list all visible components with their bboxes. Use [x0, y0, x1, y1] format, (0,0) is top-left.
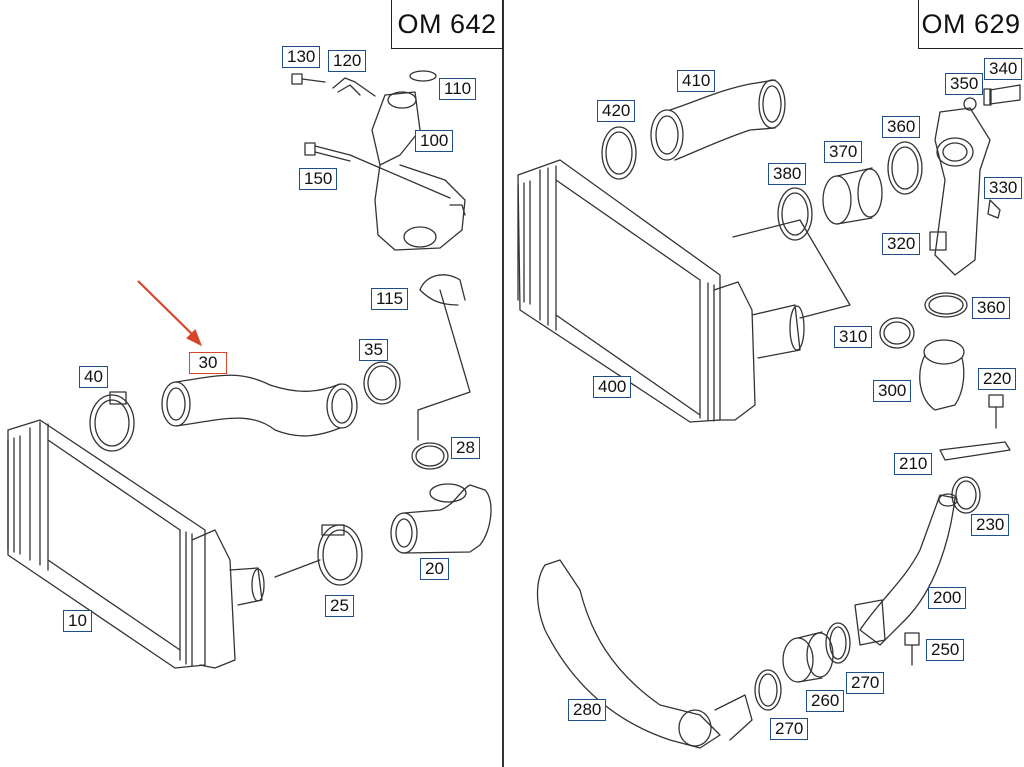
- callout-400[interactable]: 400: [593, 376, 632, 398]
- callout-340[interactable]: 340: [984, 58, 1023, 80]
- callout-360-lower[interactable]: 360: [972, 297, 1011, 319]
- part-30-hose: [161, 374, 358, 437]
- part-10-intercooler: [7, 419, 265, 669]
- callout-10[interactable]: 10: [63, 610, 92, 632]
- part-350-washer: [963, 97, 977, 111]
- part-120-clip: [332, 77, 376, 97]
- callout-270-lower[interactable]: 270: [770, 718, 809, 740]
- callout-360-top[interactable]: 360: [882, 116, 921, 138]
- callout-35[interactable]: 35: [359, 339, 388, 361]
- part-330-screw: [987, 199, 1001, 219]
- part-110-ring: [409, 70, 437, 82]
- engine-label-right: OM 629: [918, 0, 1023, 49]
- callout-380[interactable]: 380: [768, 163, 807, 185]
- part-360b-clamp: [924, 292, 968, 318]
- callout-115[interactable]: 115: [371, 288, 409, 310]
- part-150-bolt: [304, 142, 451, 199]
- part-360a-clamp: [887, 141, 923, 195]
- part-28-ring: [411, 442, 449, 470]
- part-270b-ring: [754, 669, 782, 711]
- part-35-ring: [363, 361, 401, 405]
- callout-300[interactable]: 300: [873, 380, 912, 402]
- callout-330[interactable]: 330: [984, 177, 1023, 199]
- part-280-pipe: [536, 559, 753, 749]
- part-340-bolt: [983, 84, 1021, 106]
- part-400-intercooler: [517, 159, 805, 423]
- callout-130[interactable]: 130: [282, 46, 321, 68]
- part-130-screw: [291, 73, 326, 85]
- callout-120[interactable]: 120: [328, 50, 367, 72]
- callout-230[interactable]: 230: [971, 514, 1010, 536]
- part-310-clamp: [879, 317, 915, 349]
- part-380-clamp: [777, 187, 813, 241]
- callout-20[interactable]: 20: [420, 558, 449, 580]
- part-320-pipe: [929, 107, 991, 276]
- callout-110[interactable]: 110: [439, 78, 477, 100]
- callout-30[interactable]: 30: [189, 352, 227, 374]
- callout-150[interactable]: 150: [299, 168, 338, 190]
- part-300-elbow: [919, 339, 965, 411]
- part-20-elbow: [390, 483, 492, 554]
- callout-410[interactable]: 410: [677, 70, 716, 92]
- callout-250[interactable]: 250: [926, 639, 965, 661]
- part-410-hose: [650, 79, 786, 161]
- callout-310[interactable]: 310: [834, 326, 873, 348]
- part-250-bolt: [904, 632, 920, 666]
- callout-200[interactable]: 200: [928, 587, 967, 609]
- engine-label-left: OM 642: [391, 0, 503, 49]
- callout-25[interactable]: 25: [325, 595, 354, 617]
- highlight-arrow: [137, 280, 203, 347]
- part-115-seal: [419, 274, 466, 306]
- callout-28[interactable]: 28: [451, 437, 480, 459]
- callout-210[interactable]: 210: [894, 453, 933, 475]
- part-40-clamp: [89, 391, 135, 452]
- part-25-clamp: [317, 524, 363, 586]
- callout-270-upper[interactable]: 270: [846, 672, 885, 694]
- callout-100[interactable]: 100: [415, 130, 454, 152]
- callout-220[interactable]: 220: [978, 368, 1017, 390]
- callout-320[interactable]: 320: [882, 233, 921, 255]
- callout-350[interactable]: 350: [945, 73, 984, 95]
- callout-260[interactable]: 260: [806, 690, 845, 712]
- callout-280[interactable]: 280: [568, 699, 607, 721]
- part-420-clamp: [601, 126, 637, 180]
- part-210-bracket: [939, 441, 1011, 461]
- part-370-sleeve: [822, 167, 883, 225]
- part-100-housing: [371, 91, 466, 251]
- callout-370[interactable]: 370: [824, 141, 863, 163]
- part-220-bolt: [988, 394, 1004, 429]
- callout-420[interactable]: 420: [597, 100, 636, 122]
- callout-40[interactable]: 40: [79, 366, 108, 388]
- panel-divider: [502, 0, 504, 767]
- part-270a-ring: [825, 622, 851, 664]
- part-260-sleeve: [782, 631, 834, 683]
- part-200-pipe: [854, 493, 958, 646]
